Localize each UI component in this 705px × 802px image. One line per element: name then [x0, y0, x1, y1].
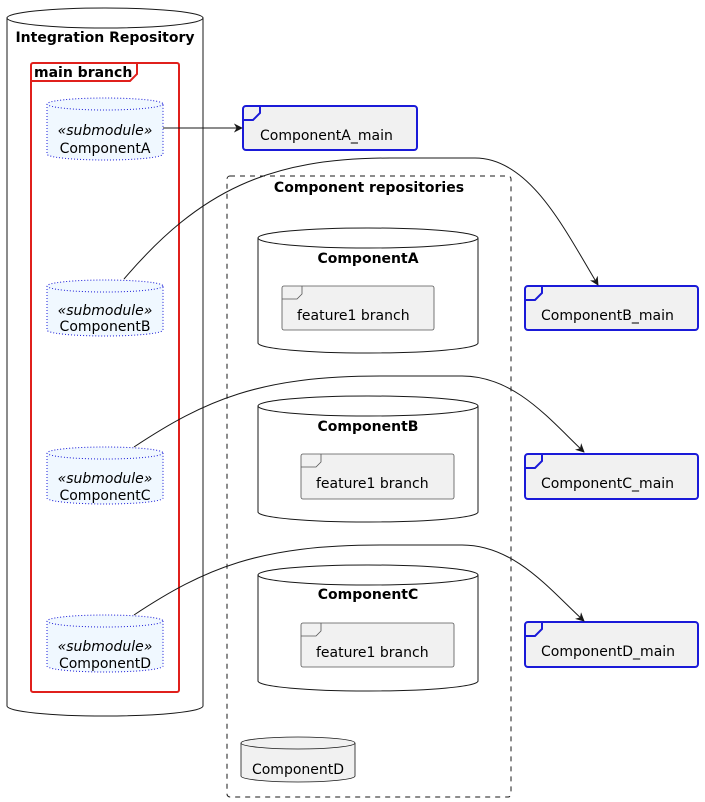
submodule-componenta-stereotype: «submodule» [58, 123, 153, 139]
integration-repository: Integration Repository [6, 7, 204, 717]
repo-componenta: ComponentA feature1 branch [257, 227, 479, 354]
frame-componentd-main-label: ComponentD_main [541, 644, 675, 660]
frame-componentc-main-label: ComponentC_main [541, 476, 674, 492]
edge-componentc-to-main [133, 375, 585, 453]
frame-componentd-main: ComponentD_main [524, 621, 699, 668]
submodule-componentd: «submodule» ComponentD [46, 614, 164, 673]
integration-repository-title: Integration Repository [15, 30, 194, 46]
repo-componenta-branch: feature1 branch [297, 308, 410, 324]
repo-componentc-title: ComponentC [318, 587, 419, 603]
repo-componentb: ComponentB feature1 branch [257, 395, 479, 523]
submodule-componentd-stereotype: «submodule» [58, 639, 153, 655]
component-repositories-title: Component repositories [274, 180, 464, 196]
repo-componentd-title: ComponentD [252, 762, 344, 778]
repo-componentc-branch: feature1 branch [316, 645, 429, 661]
submodule-componentc: «submodule» ComponentC [46, 446, 164, 505]
submodule-componentd-name: ComponentD [59, 656, 151, 672]
repo-componentd: ComponentD [240, 736, 356, 783]
frame-componentc-main: ComponentC_main [524, 453, 699, 500]
component-repositories: Component repositories [226, 175, 512, 798]
repo-componentc: ComponentC feature1 branch [257, 564, 479, 692]
repo-componentb-branch: feature1 branch [316, 476, 429, 492]
submodule-componentc-stereotype: «submodule» [58, 471, 153, 487]
frame-componentb-main: ComponentB_main [524, 285, 699, 331]
frame-componenta-main-label: ComponentA_main [260, 128, 393, 144]
submodule-componenta: «submodule» ComponentA [46, 97, 164, 161]
submodule-componentb-name: ComponentB [60, 319, 151, 335]
submodule-componentc-name: ComponentC [59, 488, 150, 504]
edge-componentd-to-main [133, 544, 585, 622]
main-branch-title: main branch [34, 65, 132, 81]
frame-componenta-main: ComponentA_main [242, 105, 418, 151]
submodule-componenta-name: ComponentA [60, 141, 151, 157]
submodule-componentb-stereotype: «submodule» [58, 303, 153, 319]
submodule-componentb: «submodule» ComponentB [46, 279, 164, 337]
repo-componenta-title: ComponentA [317, 251, 418, 267]
repo-componentb-title: ComponentB [318, 419, 419, 435]
main-branch-frame: main branch [30, 62, 180, 693]
frame-componentb-main-label: ComponentB_main [541, 308, 674, 324]
edge-componentb-to-main [123, 157, 599, 286]
